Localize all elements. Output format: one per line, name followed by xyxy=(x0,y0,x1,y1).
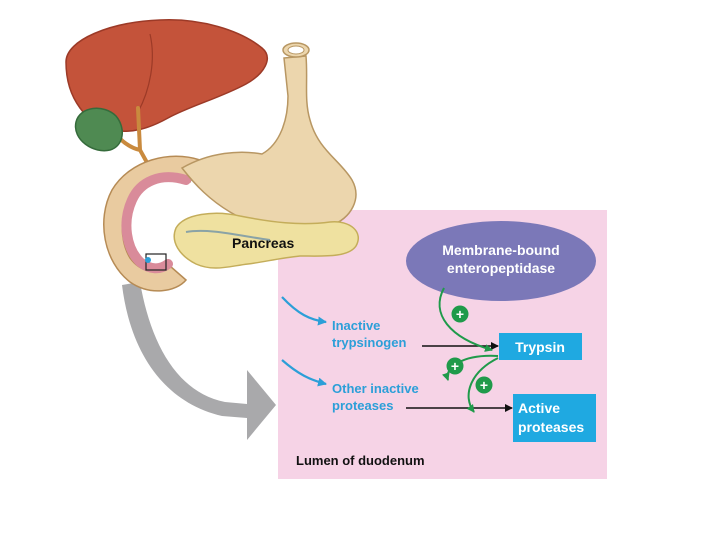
trypsin-box xyxy=(499,333,582,360)
blue-arrow-trypsinogen xyxy=(281,296,327,326)
gallbladder-illustration xyxy=(74,107,123,152)
active-proteases-box xyxy=(513,394,596,442)
green-arrow-enteropeptidase-to-trypsin xyxy=(438,287,493,352)
inactive-trypsinogen-label-line1: Inactive xyxy=(332,318,380,333)
pancreas-illustration xyxy=(173,212,359,269)
lumen-of-duodenum-label: Lumen of duodenum xyxy=(296,453,425,468)
enteropeptidase-oval xyxy=(406,221,596,301)
active-proteases-label-line1: Active xyxy=(518,400,560,416)
trypsin-label: Trypsin xyxy=(515,339,565,355)
plus-badge-2: + xyxy=(446,357,464,375)
green-arrow-trypsin-to-active-proteases xyxy=(466,357,499,413)
other-inactive-label-line1: Other inactive xyxy=(332,381,419,396)
svg-text:+: + xyxy=(480,377,488,393)
active-proteases-label-line2: proteases xyxy=(518,419,584,435)
inactive-trypsinogen-label-line2: trypsinogen xyxy=(332,335,406,350)
svg-text:+: + xyxy=(451,358,459,374)
pancreas-label: Pancreas xyxy=(232,235,294,251)
plus-badge-3: + xyxy=(475,376,493,394)
svg-text:+: + xyxy=(456,306,464,322)
plus-badge-1: + xyxy=(451,305,469,323)
enteropeptidase-label-line1: Membrane-bound xyxy=(442,242,559,258)
curved-pointer-arrow xyxy=(122,282,276,440)
other-inactive-label-line2: proteases xyxy=(332,398,393,413)
enteropeptidase-label-line2: enteropeptidase xyxy=(447,260,555,276)
blue-arrow-other-proteases xyxy=(281,359,327,387)
